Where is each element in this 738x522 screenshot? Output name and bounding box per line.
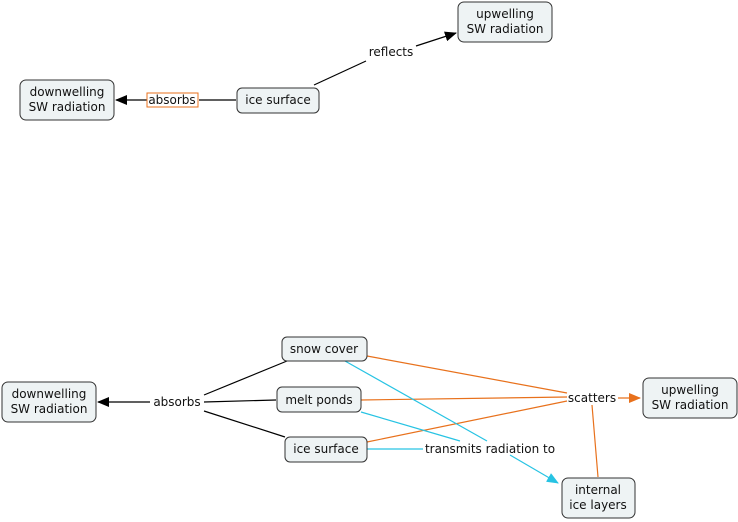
node-internal-ice-layers[interactable]: internal ice layers <box>561 477 636 519</box>
node-ice-surface-bottom[interactable]: ice surface <box>284 436 368 463</box>
edge-melt-to-absorbs <box>203 399 277 403</box>
svg-text:snow cover: snow cover <box>290 342 358 356</box>
edge-melt-to-transmits <box>360 411 461 442</box>
svg-text:SW radiation: SW radiation <box>652 398 729 412</box>
node-upwelling-bottom[interactable]: upwelling SW radiation <box>642 377 738 419</box>
node-downwelling-top[interactable]: downwelling SW radiation <box>19 79 115 121</box>
node-upwelling-top[interactable]: upwelling SW radiation <box>457 1 553 43</box>
node-downwelling-bottom[interactable]: downwelling SW radiation <box>1 381 97 423</box>
edge-snow-to-absorbs <box>203 360 288 396</box>
node-snow-cover[interactable]: snow cover <box>281 336 368 362</box>
svg-text:ice layers: ice layers <box>569 498 627 512</box>
svg-text:ice surface: ice surface <box>245 93 310 107</box>
svg-text:SW radiation: SW radiation <box>11 402 88 416</box>
edge-transmits-to-internal <box>509 454 559 484</box>
absorbs-highlight-box <box>146 92 199 108</box>
svg-text:upwelling: upwelling <box>476 7 534 21</box>
edge-internal-to-scatters <box>591 404 599 478</box>
svg-text:downwelling: downwelling <box>30 85 105 99</box>
svg-text:SW radiation: SW radiation <box>467 22 544 36</box>
link-label-transmits: transmits radiation to <box>425 442 555 456</box>
svg-text:downwelling: downwelling <box>12 387 87 401</box>
svg-text:ice surface: ice surface <box>293 442 358 456</box>
edge-reflects-to-upwelling <box>415 31 457 47</box>
svg-text:melt ponds: melt ponds <box>285 393 352 407</box>
edge-ice-to-absorbs <box>203 410 286 438</box>
link-label-absorbs: absorbs <box>148 93 195 107</box>
svg-text:internal: internal <box>575 483 621 497</box>
svg-text:upwelling: upwelling <box>661 383 719 397</box>
link-label-reflects: reflects <box>369 45 414 59</box>
svg-text:SW radiation: SW radiation <box>29 100 106 114</box>
link-label-scatters: scatters <box>568 391 616 405</box>
edge-ice-to-scatters <box>366 400 568 443</box>
edge-ice-to-reflects <box>313 60 367 86</box>
edge-melt-to-scatters <box>360 396 568 401</box>
edge-snow-to-scatters <box>366 355 568 394</box>
node-melt-ponds[interactable]: melt ponds <box>276 386 362 413</box>
node-ice-surface-top[interactable]: ice surface <box>236 87 320 114</box>
link-label-absorbs-bottom: absorbs <box>153 395 200 409</box>
edge-snow-to-transmits <box>344 360 488 442</box>
